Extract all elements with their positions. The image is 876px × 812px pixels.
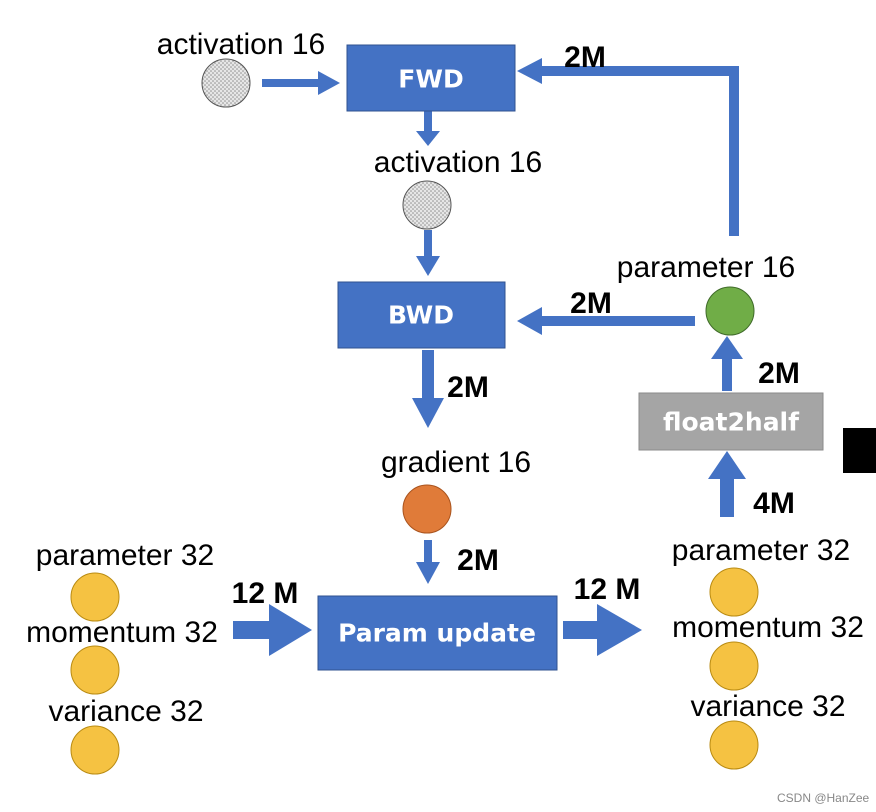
edge-marker: [843, 428, 876, 473]
activation-mid-circle: [402, 180, 452, 230]
activation-in-circle: [201, 58, 251, 108]
right-momentum32-label: momentum 32: [672, 611, 864, 644]
arrow-activation-to-bwd: [416, 230, 440, 276]
arrow-fwd-to-activation: [416, 111, 440, 146]
right-variance32-label: variance 32: [690, 690, 845, 723]
fwd-box: FWD: [346, 44, 516, 112]
left-momentum32-label: momentum 32: [26, 616, 218, 649]
arrow-update-to-states: [563, 604, 642, 656]
bwd-box: BWD: [337, 281, 506, 349]
watermark-text: CSDN @HanZee: [777, 791, 870, 805]
activation-in-label: activation 16: [157, 28, 325, 61]
flow-label-param-to-fwd: 2M: [564, 41, 606, 74]
flow-label-states-to-float2half: 4M: [753, 487, 795, 520]
arrow-states-to-update: [233, 604, 312, 656]
gradient16-label: gradient 16: [381, 446, 531, 479]
left-variance32-circle: [70, 725, 120, 775]
left-momentum32-circle: [70, 645, 120, 695]
flow-label-gradient-to-update: 2M: [457, 544, 499, 577]
arrow-param16-to-fwd: [517, 58, 739, 236]
left-parameter32-label: parameter 32: [36, 539, 214, 572]
arrow-param16-to-bwd: [517, 307, 695, 335]
param-update-box: Param update: [317, 595, 558, 671]
right-parameter32-label: parameter 32: [672, 534, 850, 567]
arrow-float2half-to-param16: [711, 336, 743, 391]
fwd-box-label: FWD: [398, 65, 463, 94]
gradient-circle: [402, 484, 452, 534]
right-variance32-circle: [709, 720, 759, 770]
left-parameter32-circle: [70, 572, 120, 622]
bwd-box-label: BWD: [388, 301, 454, 330]
flow-label-update-out: 12 M: [574, 573, 641, 606]
parameter16-circle: [705, 286, 755, 336]
left-variance32-label: variance 32: [48, 695, 203, 728]
right-parameter32-circle: [709, 567, 759, 617]
flow-label-bwd-to-gradient: 2M: [447, 371, 489, 404]
arrow-bwd-to-gradient: [412, 350, 444, 428]
param-update-box-label: Param update: [338, 619, 536, 648]
activation-mid-label: activation 16: [374, 146, 542, 179]
flow-label-param-to-bwd: 2M: [570, 287, 612, 320]
arrow-activation-to-fwd: [262, 71, 340, 95]
flow-label-float2half-to-param: 2M: [758, 357, 800, 390]
arrow-gradient-to-update: [416, 540, 440, 584]
parameter16-label: parameter 16: [617, 251, 795, 284]
float2half-box: float2half: [638, 392, 824, 451]
float2half-box-label: float2half: [663, 408, 800, 437]
arrow-states-to-float2half: [708, 451, 746, 517]
right-momentum32-circle: [709, 641, 759, 691]
flow-label-left-states-in: 12 M: [232, 577, 299, 610]
